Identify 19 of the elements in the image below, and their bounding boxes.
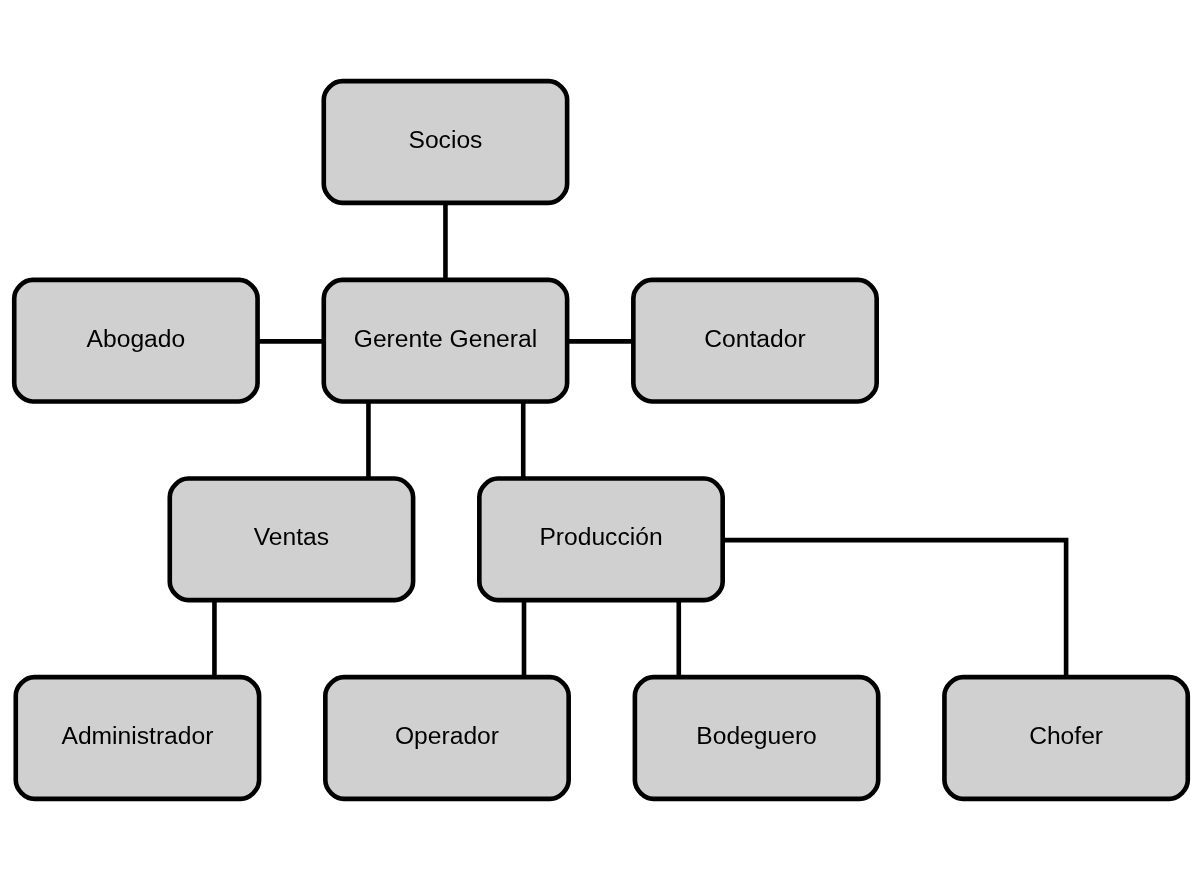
- connector: [521, 600, 527, 677]
- node-box: Chofer: [942, 674, 1191, 801]
- connector: [520, 401, 526, 478]
- node-box: Producción: [477, 475, 725, 602]
- connector: [443, 202, 448, 279]
- node-box: Gerente General: [321, 277, 570, 404]
- node-box: Bodeguero: [632, 674, 881, 801]
- node-box: Contador: [631, 277, 879, 404]
- node-box: Administrador: [13, 674, 262, 801]
- node-box: Ventas: [167, 475, 416, 602]
- connector: [723, 537, 1069, 677]
- node-box: Socios: [321, 78, 570, 205]
- connector: [676, 600, 682, 677]
- node-box: Abogado: [11, 277, 260, 404]
- connector: [366, 401, 371, 478]
- connector: [567, 338, 634, 344]
- connector: [257, 338, 324, 344]
- connector: [212, 600, 217, 677]
- node-box: Operador: [323, 674, 571, 801]
